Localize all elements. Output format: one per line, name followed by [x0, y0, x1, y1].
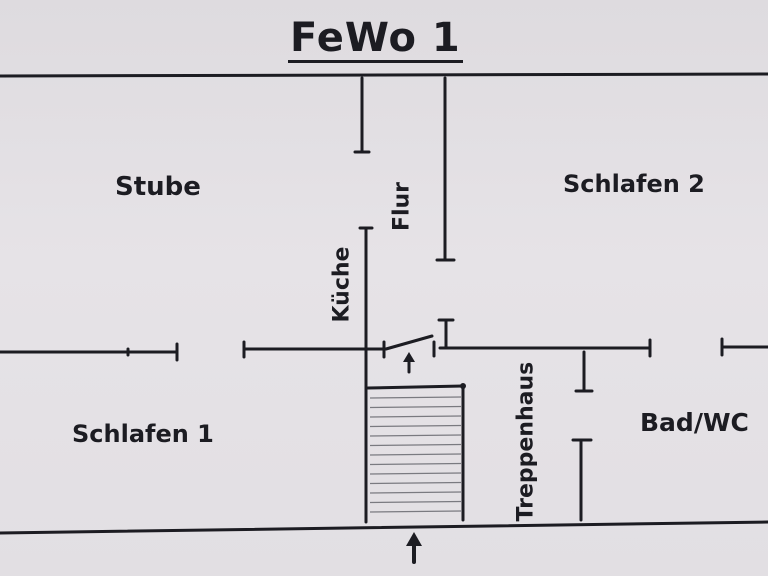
room-label-bad-wc: Bad/WC	[640, 408, 749, 437]
stair-step	[369, 405, 462, 409]
room-label-schlafen-2: Schlafen 2	[563, 170, 705, 198]
outer-wall-top	[0, 72, 768, 78]
staircase	[366, 383, 466, 522]
stair-step	[369, 434, 462, 437]
entry-door	[384, 334, 434, 351]
outer-wall-bottom	[0, 520, 768, 535]
stair-step	[369, 396, 462, 399]
stair-step	[369, 462, 462, 466]
stair-step	[369, 510, 462, 513]
room-label-treppenhaus: Treppenhaus	[513, 361, 539, 522]
room-label-stube: Stube	[115, 172, 201, 202]
stair-step	[369, 472, 462, 475]
stair-step	[369, 481, 462, 485]
up-arrow-icon	[403, 352, 415, 374]
stair-step	[369, 453, 462, 456]
room-label-kueche: Küche	[329, 246, 355, 323]
stair-step	[369, 424, 462, 428]
up-arrow-icon	[406, 532, 422, 564]
stair-step	[369, 491, 462, 494]
room-label-flur: Flur	[389, 181, 415, 232]
room-label-schlafen-1: Schlafen 1	[72, 420, 214, 448]
plan-title: FeWo 1	[288, 15, 463, 63]
stair-step	[369, 500, 462, 504]
stair-step	[369, 443, 462, 447]
stair-step	[369, 415, 462, 418]
